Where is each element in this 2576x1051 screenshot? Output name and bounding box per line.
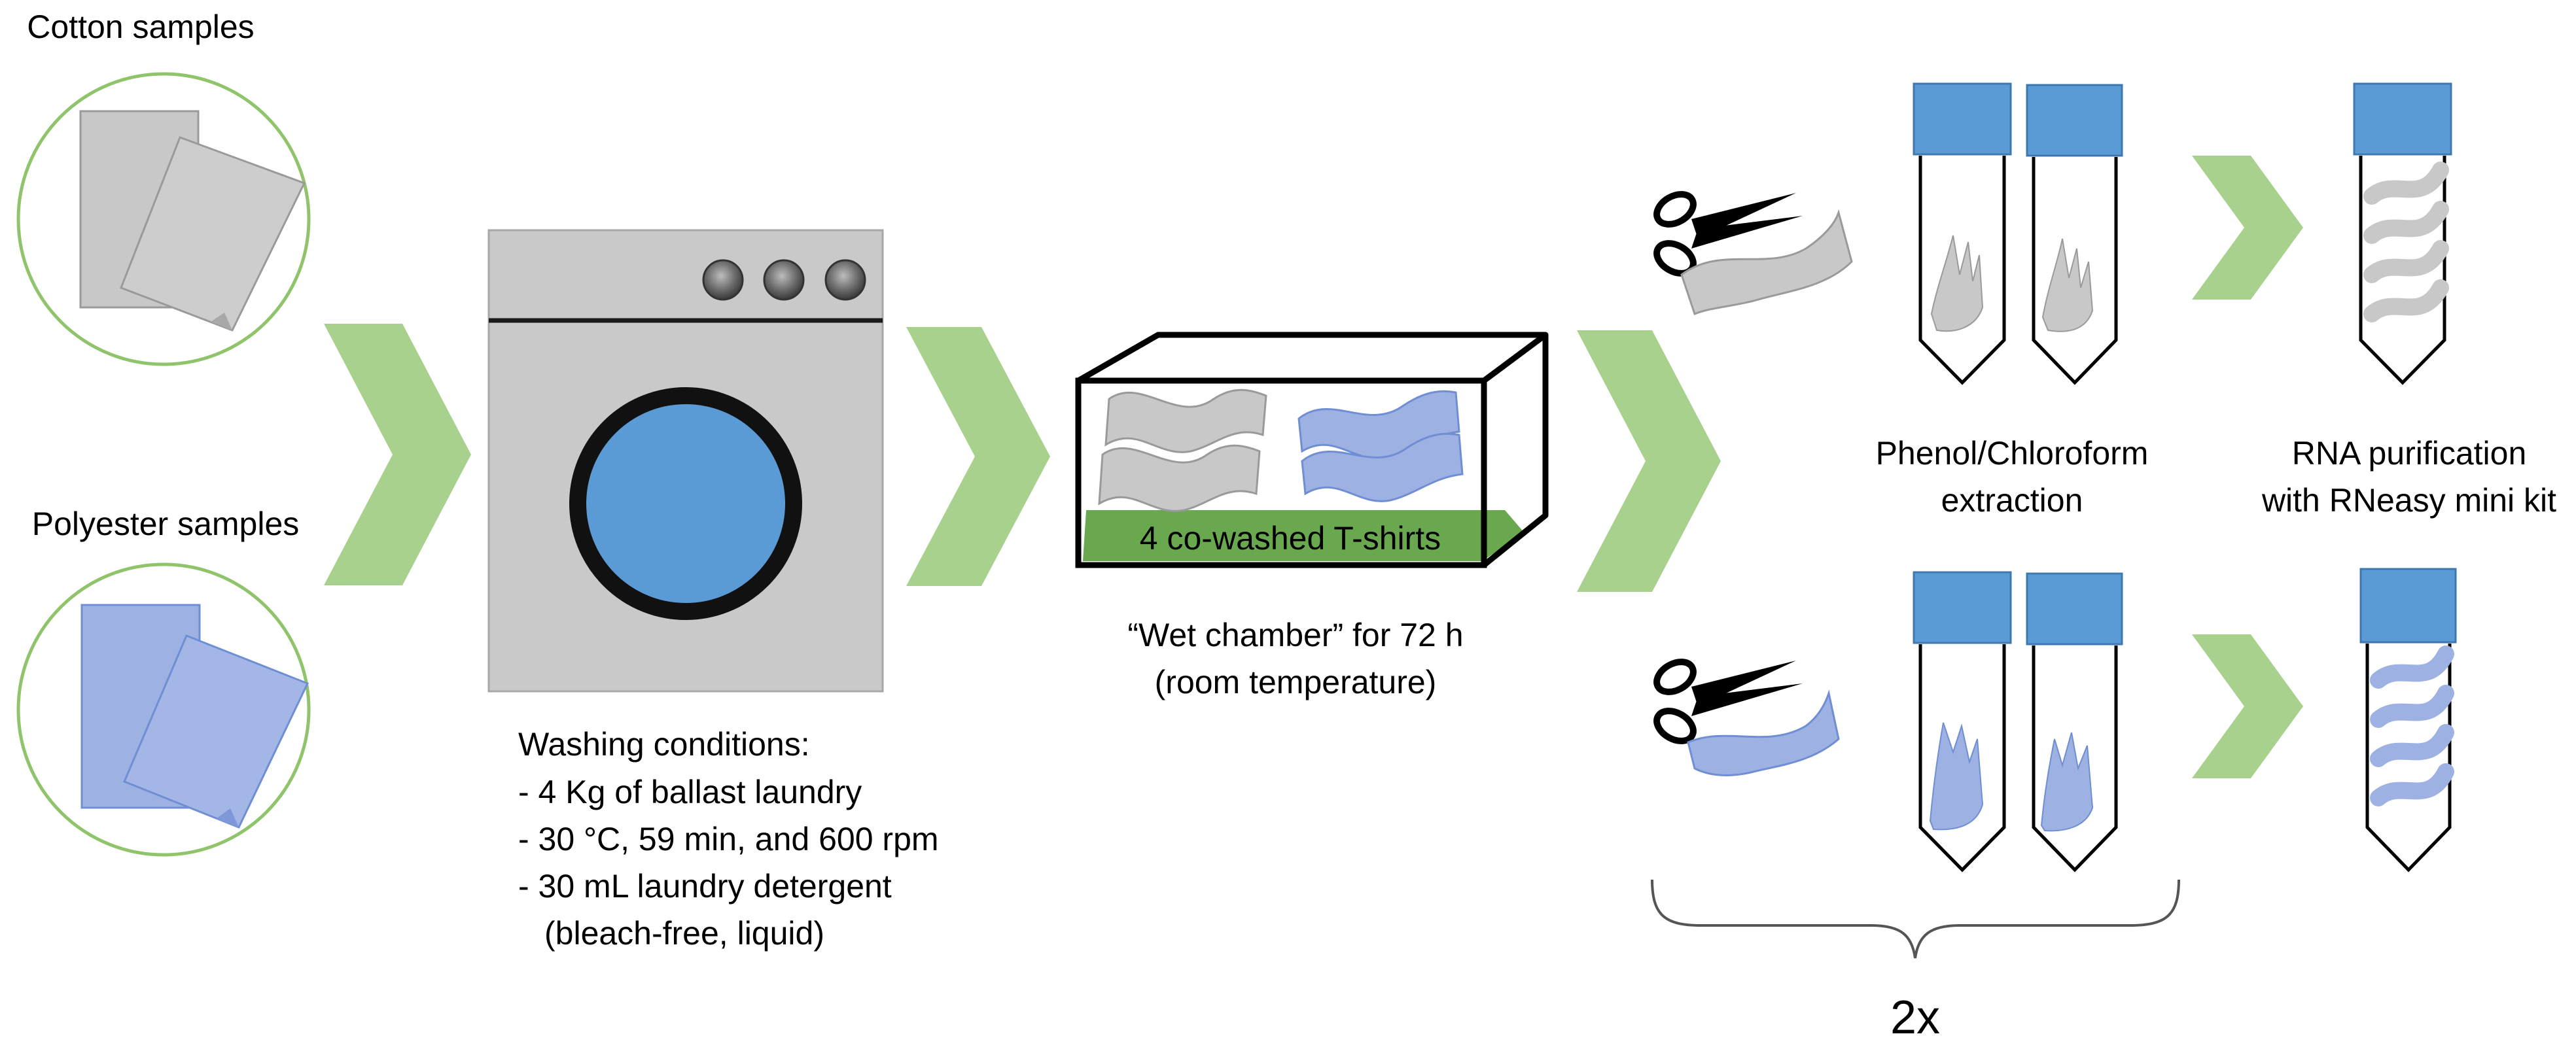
tube-icon	[2026, 84, 2123, 385]
chamber-tray-label: 4 co-washed T-shirts	[1140, 520, 1441, 557]
wet-chamber-box	[1075, 332, 1549, 568]
machine-knob-1	[702, 259, 744, 301]
chamber-cotton-shirt-1	[1104, 388, 1267, 453]
extraction-label-line2: extraction	[1941, 482, 2083, 519]
cotton-rna-ribbon	[2363, 162, 2449, 322]
tube-icon	[1913, 82, 2012, 385]
washing-conditions-title: Washing conditions:	[518, 726, 810, 763]
chamber-cotton-shirt-2	[1098, 444, 1261, 512]
cotton-strip	[1680, 209, 1853, 315]
chevron-arrow-icon	[2192, 634, 2303, 778]
repeat-count: 2x	[1890, 991, 1940, 1044]
repeat-brace	[1651, 879, 2180, 959]
polyester-samples-label: Polyester samples	[32, 506, 300, 542]
washing-condition-detergent: - 30 mL laundry detergent	[518, 868, 892, 905]
machine-door	[569, 387, 802, 620]
chevron-arrow-icon	[906, 327, 1050, 586]
chevron-arrow-icon	[324, 324, 471, 585]
polyester-samples-circle	[16, 562, 311, 857]
washing-condition-ballast: - 4 Kg of ballast laundry	[518, 774, 862, 810]
washing-condition-program: - 30 °C, 59 min, and 600 rpm	[518, 821, 939, 857]
washing-machine-icon	[487, 229, 884, 693]
purification-label-line2: with RNeasy mini kit	[2261, 482, 2556, 519]
tube-icon	[1913, 571, 2012, 872]
chamber-tray	[1083, 510, 1525, 561]
scissors-icon	[1653, 659, 1803, 744]
wet-chamber-caption: “Wet chamber” for 72 h	[1127, 617, 1463, 653]
polyester-rna-ribbon	[2370, 646, 2454, 806]
extraction-label-line1: Phenol/Chloroform	[1876, 435, 2149, 472]
chevron-arrow-icon	[1577, 330, 1721, 592]
machine-knob-2	[763, 259, 805, 301]
chevron-arrow-icon	[2192, 156, 2303, 300]
tube-icon	[2359, 568, 2457, 872]
tube-icon	[2026, 572, 2123, 872]
polyester-strip	[1687, 689, 1840, 776]
washing-condition-detergent-note: (bleach-free, liquid)	[544, 915, 824, 952]
tube-icon	[2353, 82, 2452, 385]
wet-chamber-temperature: (room temperature)	[1155, 664, 1437, 700]
machine-knob-3	[824, 259, 866, 301]
cotton-samples-circle	[16, 72, 311, 366]
purification-label-line1: RNA purification	[2292, 435, 2527, 472]
cotton-samples-label: Cotton samples	[27, 9, 254, 45]
chamber-polyester-shirt-2	[1301, 432, 1464, 502]
